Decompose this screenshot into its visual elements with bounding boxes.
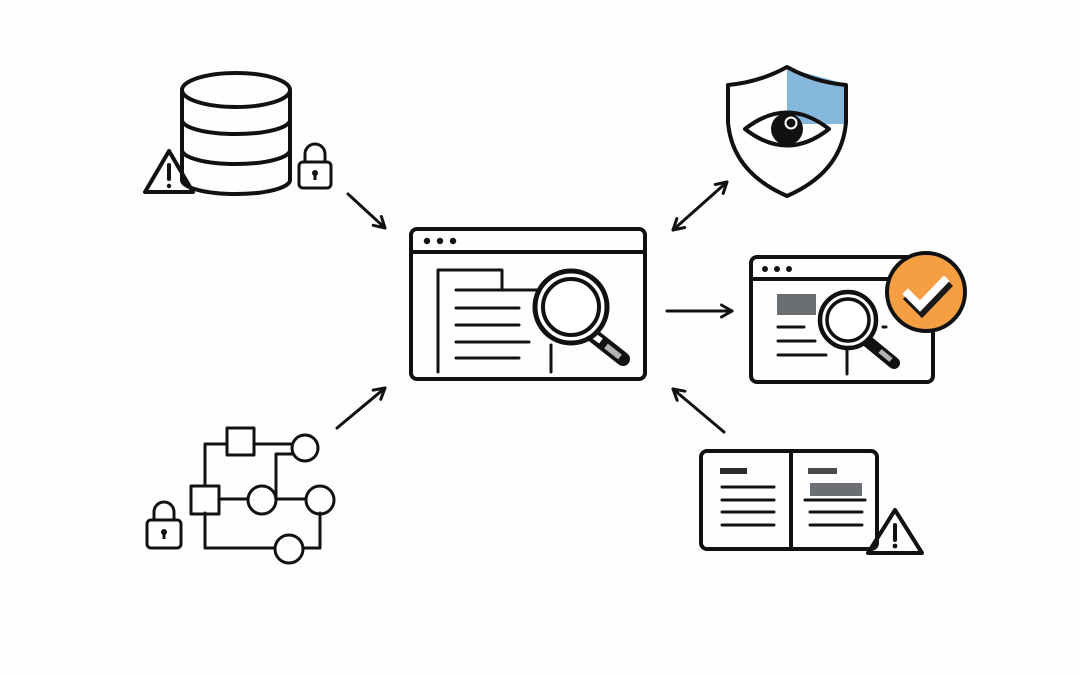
network-graph-node <box>145 426 336 565</box>
shield-eye-node <box>726 65 848 198</box>
warning-icon <box>866 508 924 555</box>
browser-window <box>409 227 647 381</box>
graph-node-square <box>189 484 221 516</box>
heading-bar <box>808 468 837 474</box>
content-placeholder <box>777 294 816 315</box>
database-node <box>143 71 333 196</box>
database-icon <box>180 71 292 196</box>
arrow-network-to-center <box>335 386 387 430</box>
arrow-document-to-center <box>671 387 726 434</box>
central-browser-node <box>409 227 647 381</box>
graph-node-orange <box>290 433 320 463</box>
arrow-database-to-center <box>346 192 387 230</box>
graph-node-empty <box>273 533 305 565</box>
arrow-center-shield-bidirectional <box>671 180 729 232</box>
browser-document-search-icon <box>409 227 647 381</box>
network-graph-icon <box>189 426 336 565</box>
verified-browser-node <box>749 251 967 384</box>
shield-eye-icon <box>726 65 848 198</box>
window-dot <box>762 266 768 272</box>
magnifier-icon <box>817 289 900 369</box>
warning-icon <box>143 149 195 194</box>
checkmark-badge-icon <box>885 251 967 333</box>
magnifier-icon <box>532 268 630 366</box>
open-document-icon <box>699 449 879 551</box>
lock-icon <box>145 500 183 550</box>
graph-node-blue <box>246 484 278 516</box>
window-dot <box>786 266 792 272</box>
lock-icon <box>297 142 333 190</box>
edges <box>335 180 734 434</box>
graph-node-square <box>225 426 256 457</box>
graph-node-blue <box>304 484 336 516</box>
window-dot <box>436 237 444 245</box>
window-dot <box>774 266 780 272</box>
open-document-node <box>699 449 924 555</box>
window-dot <box>423 237 431 245</box>
window-dot <box>449 237 457 245</box>
heading-bar <box>720 468 747 474</box>
highlight-placeholder <box>810 483 862 496</box>
